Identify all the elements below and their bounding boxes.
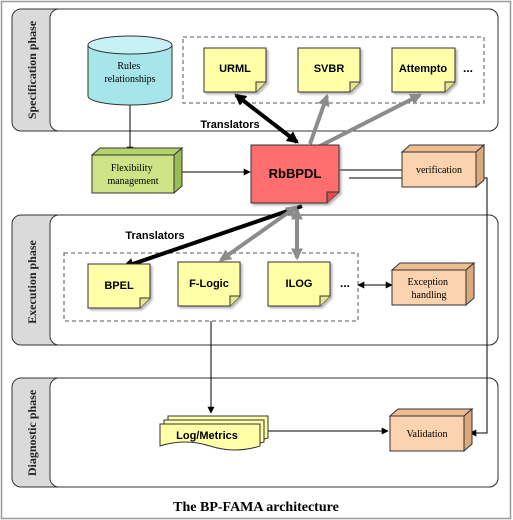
flogic-label: F-Logic (189, 278, 229, 290)
bpel-label: BPEL (104, 280, 134, 292)
figure-caption: The BP-FAMA architecture (173, 500, 339, 515)
exec-translators-group (63, 252, 359, 322)
diagnostic-phase-label: Diagnostic phase (25, 389, 39, 476)
svg-text:Flexibility management: Flexibility management (107, 163, 158, 187)
urml-label: URML (219, 63, 251, 75)
exception-label-line2: handling (412, 290, 447, 301)
translators-top-label: Translators (200, 119, 259, 131)
svg-text:Rules relationships: Rules relationships (104, 61, 155, 85)
translators-mid-label: Translators (125, 230, 184, 242)
rbbpdl-svbr-thick-arrow (308, 93, 330, 145)
rules-label-line2: relationships (104, 74, 155, 85)
validation-node: Validation (388, 407, 474, 453)
flexibility-label-line1: Flexibility (111, 163, 153, 174)
rules-relationships-database: Rules relationships (87, 35, 173, 106)
validation-label: Validation (406, 429, 447, 440)
urml-node (203, 47, 267, 93)
svbr-label: SVBR (314, 63, 345, 75)
ilog-label: ILOG (286, 278, 313, 290)
exception-label-line1: Exception (407, 277, 448, 288)
spec-ellipsis: ... (463, 61, 473, 75)
flogic-node (177, 261, 241, 307)
diagnostic-phase-panel: Diagnostic phase (11, 377, 499, 488)
urml-rbbpdl-thick-arrow (234, 93, 299, 144)
log-metrics-node (159, 415, 269, 451)
execution-phase-label: Execution phase (25, 239, 39, 323)
rbbpdl-node (250, 144, 340, 204)
specification-phase-label: Specification phase (25, 20, 39, 119)
ilog-node (267, 261, 331, 307)
spec-translators-group (182, 36, 485, 104)
exec-ellipsis: ... (340, 276, 350, 290)
rbbpdl-flogic-thick-arrow (219, 205, 298, 262)
flexibility-label-line2: management (107, 176, 158, 187)
svg-text:Exception handling: Exception handling (407, 277, 450, 301)
log-metrics-label: Log/Metrics (176, 430, 238, 442)
verification-node: verification (400, 143, 486, 189)
attempto-node (391, 47, 456, 93)
verification-label: verification (416, 165, 462, 176)
rules-label-line1: Rules (117, 61, 140, 72)
rbbpdl-label: RbBPDL (269, 166, 322, 181)
svbr-node (297, 47, 361, 93)
execution-phase-panel: Execution phase (11, 214, 499, 346)
attempto-label: Attempto (399, 63, 448, 75)
flexibility-management-node: Flexibility management (90, 146, 184, 195)
exception-handling-node: Exception handling (390, 261, 476, 307)
bpel-node (87, 263, 151, 309)
rbbpdl-attempto-thick-arrow (319, 93, 423, 148)
